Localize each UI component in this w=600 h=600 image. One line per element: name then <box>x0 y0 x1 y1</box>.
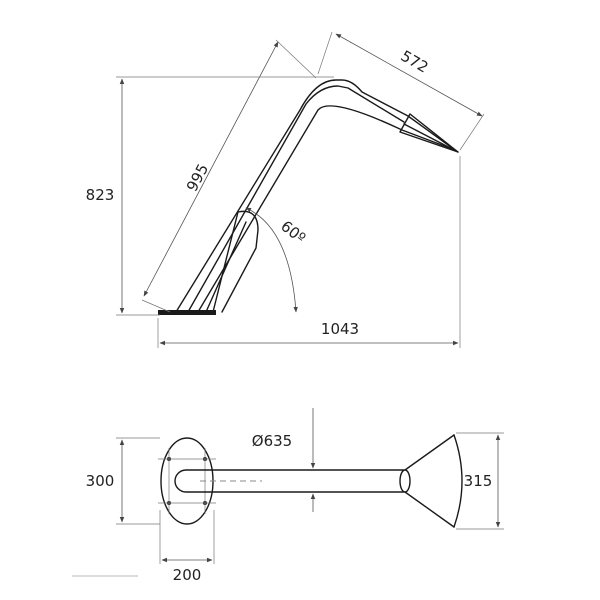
tube-outline <box>175 79 456 313</box>
nozzle-cone <box>399 113 459 153</box>
nozzle-fan <box>404 434 455 528</box>
top-view: Ø635 300 200 315 <box>72 408 504 584</box>
plate-height-300-label: 300 <box>86 472 115 490</box>
spout-572-label: 572 <box>398 47 432 77</box>
angle-60-label: 60º <box>277 217 309 247</box>
length-995-label: 995 <box>183 161 212 195</box>
nozzle-arc <box>453 434 463 528</box>
height-823-label: 823 <box>86 186 115 204</box>
tube-top <box>174 469 405 493</box>
side-view: 995 572 823 60º 1043 <box>86 31 485 348</box>
support-fin <box>212 210 259 313</box>
span-1043-label: 1043 <box>321 320 359 338</box>
base-plate <box>158 310 216 315</box>
tube-end <box>399 469 411 493</box>
nozzle-width-315-label: 315 <box>464 472 493 490</box>
diameter-635-label: Ø635 <box>252 432 292 450</box>
angle-arc <box>245 207 298 313</box>
plate-width-200-label: 200 <box>173 566 202 584</box>
